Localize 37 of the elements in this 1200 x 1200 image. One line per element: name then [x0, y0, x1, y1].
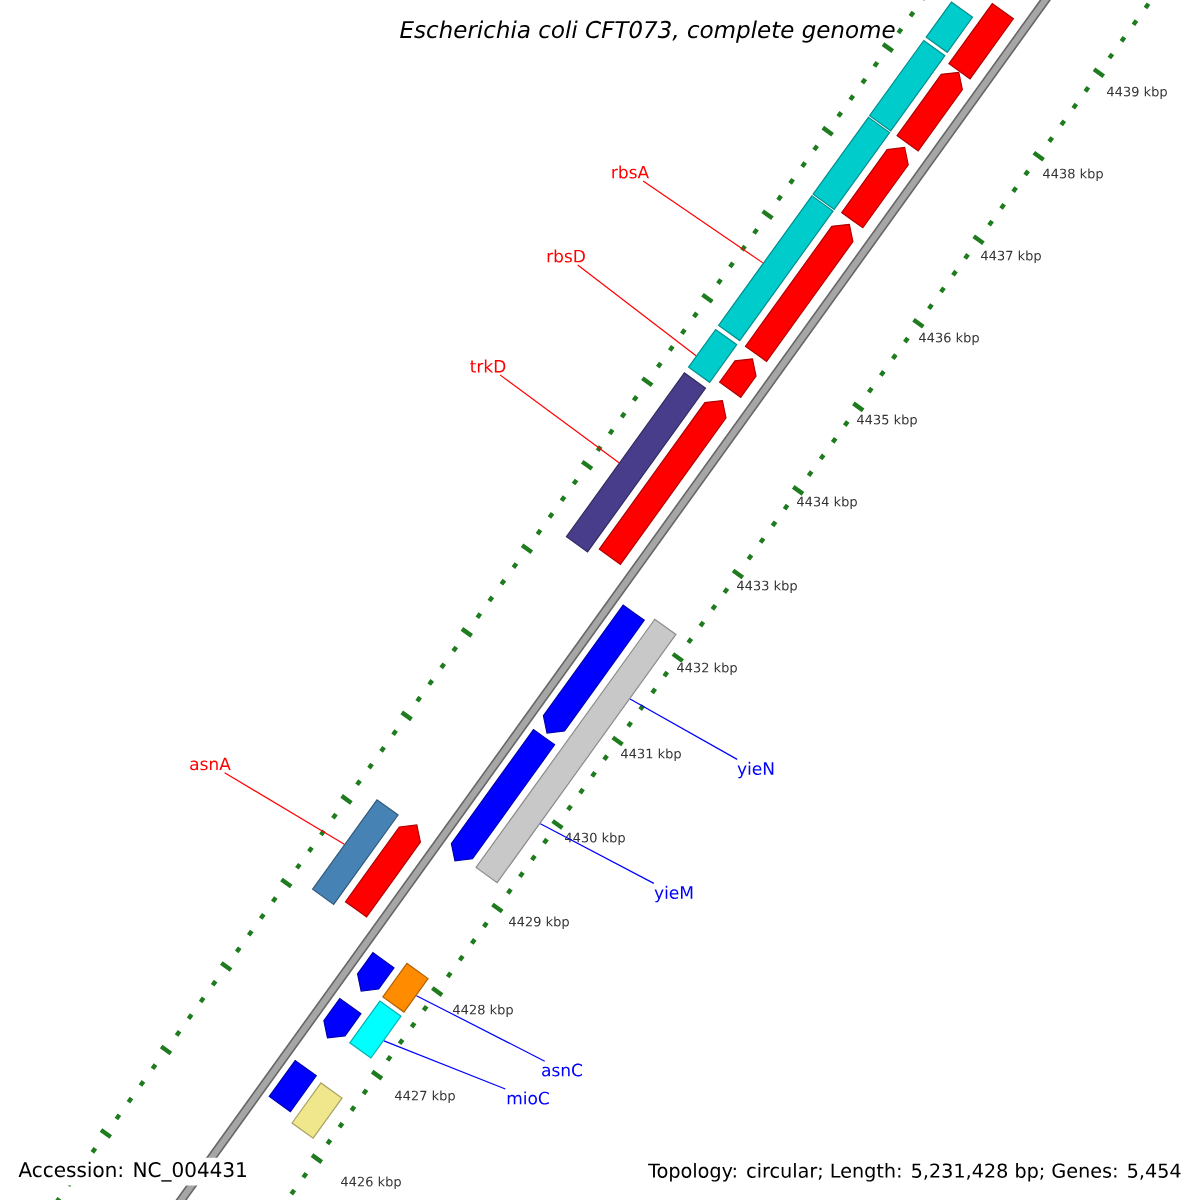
gene-feature — [344, 824, 422, 918]
gene-feature — [744, 223, 854, 363]
gene-bar — [382, 962, 429, 1013]
title: Escherichia coli CFT073, complete genome — [400, 20, 895, 43]
gene-label: trkD — [470, 359, 506, 373]
gene-bar — [348, 1000, 402, 1059]
gene-feature — [450, 728, 556, 862]
gene-feature — [356, 951, 395, 992]
leader-line — [629, 698, 738, 760]
gene-feature — [323, 997, 362, 1039]
gene-bar — [812, 116, 891, 211]
gene-feature — [896, 71, 963, 152]
gene-feature — [542, 604, 646, 734]
gene-bar — [565, 372, 707, 553]
gene-bar — [868, 39, 946, 132]
leader-line — [415, 995, 546, 1062]
leader-line — [224, 772, 345, 845]
gene-bar — [475, 618, 677, 884]
gene-label: yieN — [737, 761, 774, 779]
leader-line — [539, 823, 655, 884]
gene-label: mioC — [507, 1091, 549, 1105]
leader-line — [642, 180, 764, 264]
gene-bar — [717, 195, 834, 342]
genome-info-text: Topology: circular; Length: 5,231,428 bp; Genes: 5,454 — [644, 1159, 1186, 1186]
gene-label: yieM — [654, 885, 693, 903]
gene-bar — [291, 1082, 343, 1140]
gene-feature — [598, 399, 727, 566]
leader-line — [383, 1040, 506, 1090]
gene-label: asnC — [542, 1063, 583, 1077]
gene-label: rbsA — [612, 165, 649, 179]
gene-bar — [925, 1, 974, 54]
leader-line — [577, 264, 697, 357]
accession-text: Accession: NC_004431 — [14, 1157, 252, 1186]
gene-label: asnA — [190, 757, 231, 771]
leader-line — [499, 374, 620, 464]
gene-bar — [687, 328, 738, 384]
gene-label: rbsD — [547, 249, 585, 263]
